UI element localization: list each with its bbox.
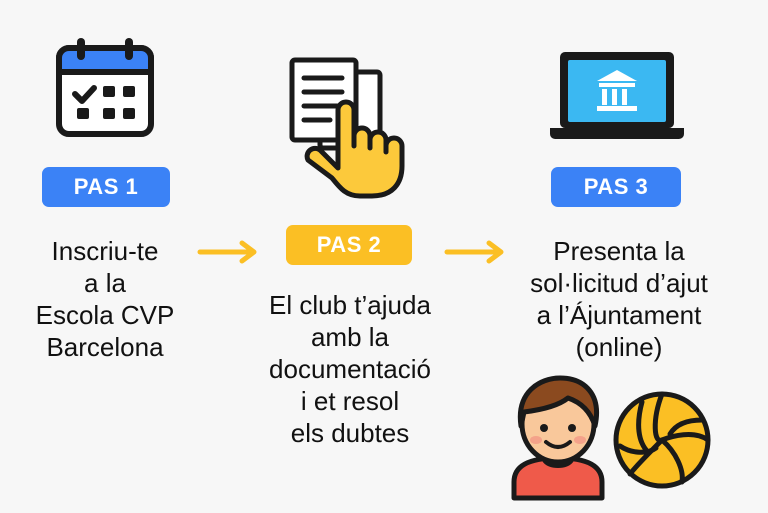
step-2-line-2: amb la: [240, 321, 460, 353]
step-1-text: Inscriu-te a la Escola CVP Barcelona: [10, 235, 200, 363]
step-2-text: El club t’ajuda amb la documentació i et…: [240, 289, 460, 449]
calendar-icon: [55, 38, 155, 138]
step-3-badge: PAS 3: [551, 167, 681, 207]
step-1-line-2: a la: [10, 267, 200, 299]
step-1-badge: PAS 1: [42, 167, 170, 207]
step-3-text: Presenta la sol·licitud d’ajut a l’Ájunt…: [505, 235, 733, 363]
document-hand-icon: [286, 54, 406, 204]
step-3-line-4: (online): [505, 331, 733, 363]
arrow-right-icon: [445, 240, 507, 264]
step-1-line-4: Barcelona: [10, 331, 200, 363]
step-1-line-3: Escola CVP: [10, 299, 200, 331]
child-avatar-icon: [506, 374, 610, 500]
step-2-line-1: El club t’ajuda: [240, 289, 460, 321]
laptop-government-icon: [548, 48, 688, 144]
step-2-line-5: els dubtes: [240, 417, 460, 449]
step-3-line-1: Presenta la: [505, 235, 733, 267]
arrow-right-icon: [198, 240, 260, 264]
step-3-line-2: sol·licitud d’ajut: [505, 267, 733, 299]
volleyball-icon: [612, 390, 712, 490]
step-1-line-1: Inscriu-te: [10, 235, 200, 267]
step-2-line-4: i et resol: [240, 385, 460, 417]
step-3-line-3: a l’Ájuntament: [505, 299, 733, 331]
step-2-line-3: documentació: [240, 353, 460, 385]
step-2-badge: PAS 2: [286, 225, 412, 265]
